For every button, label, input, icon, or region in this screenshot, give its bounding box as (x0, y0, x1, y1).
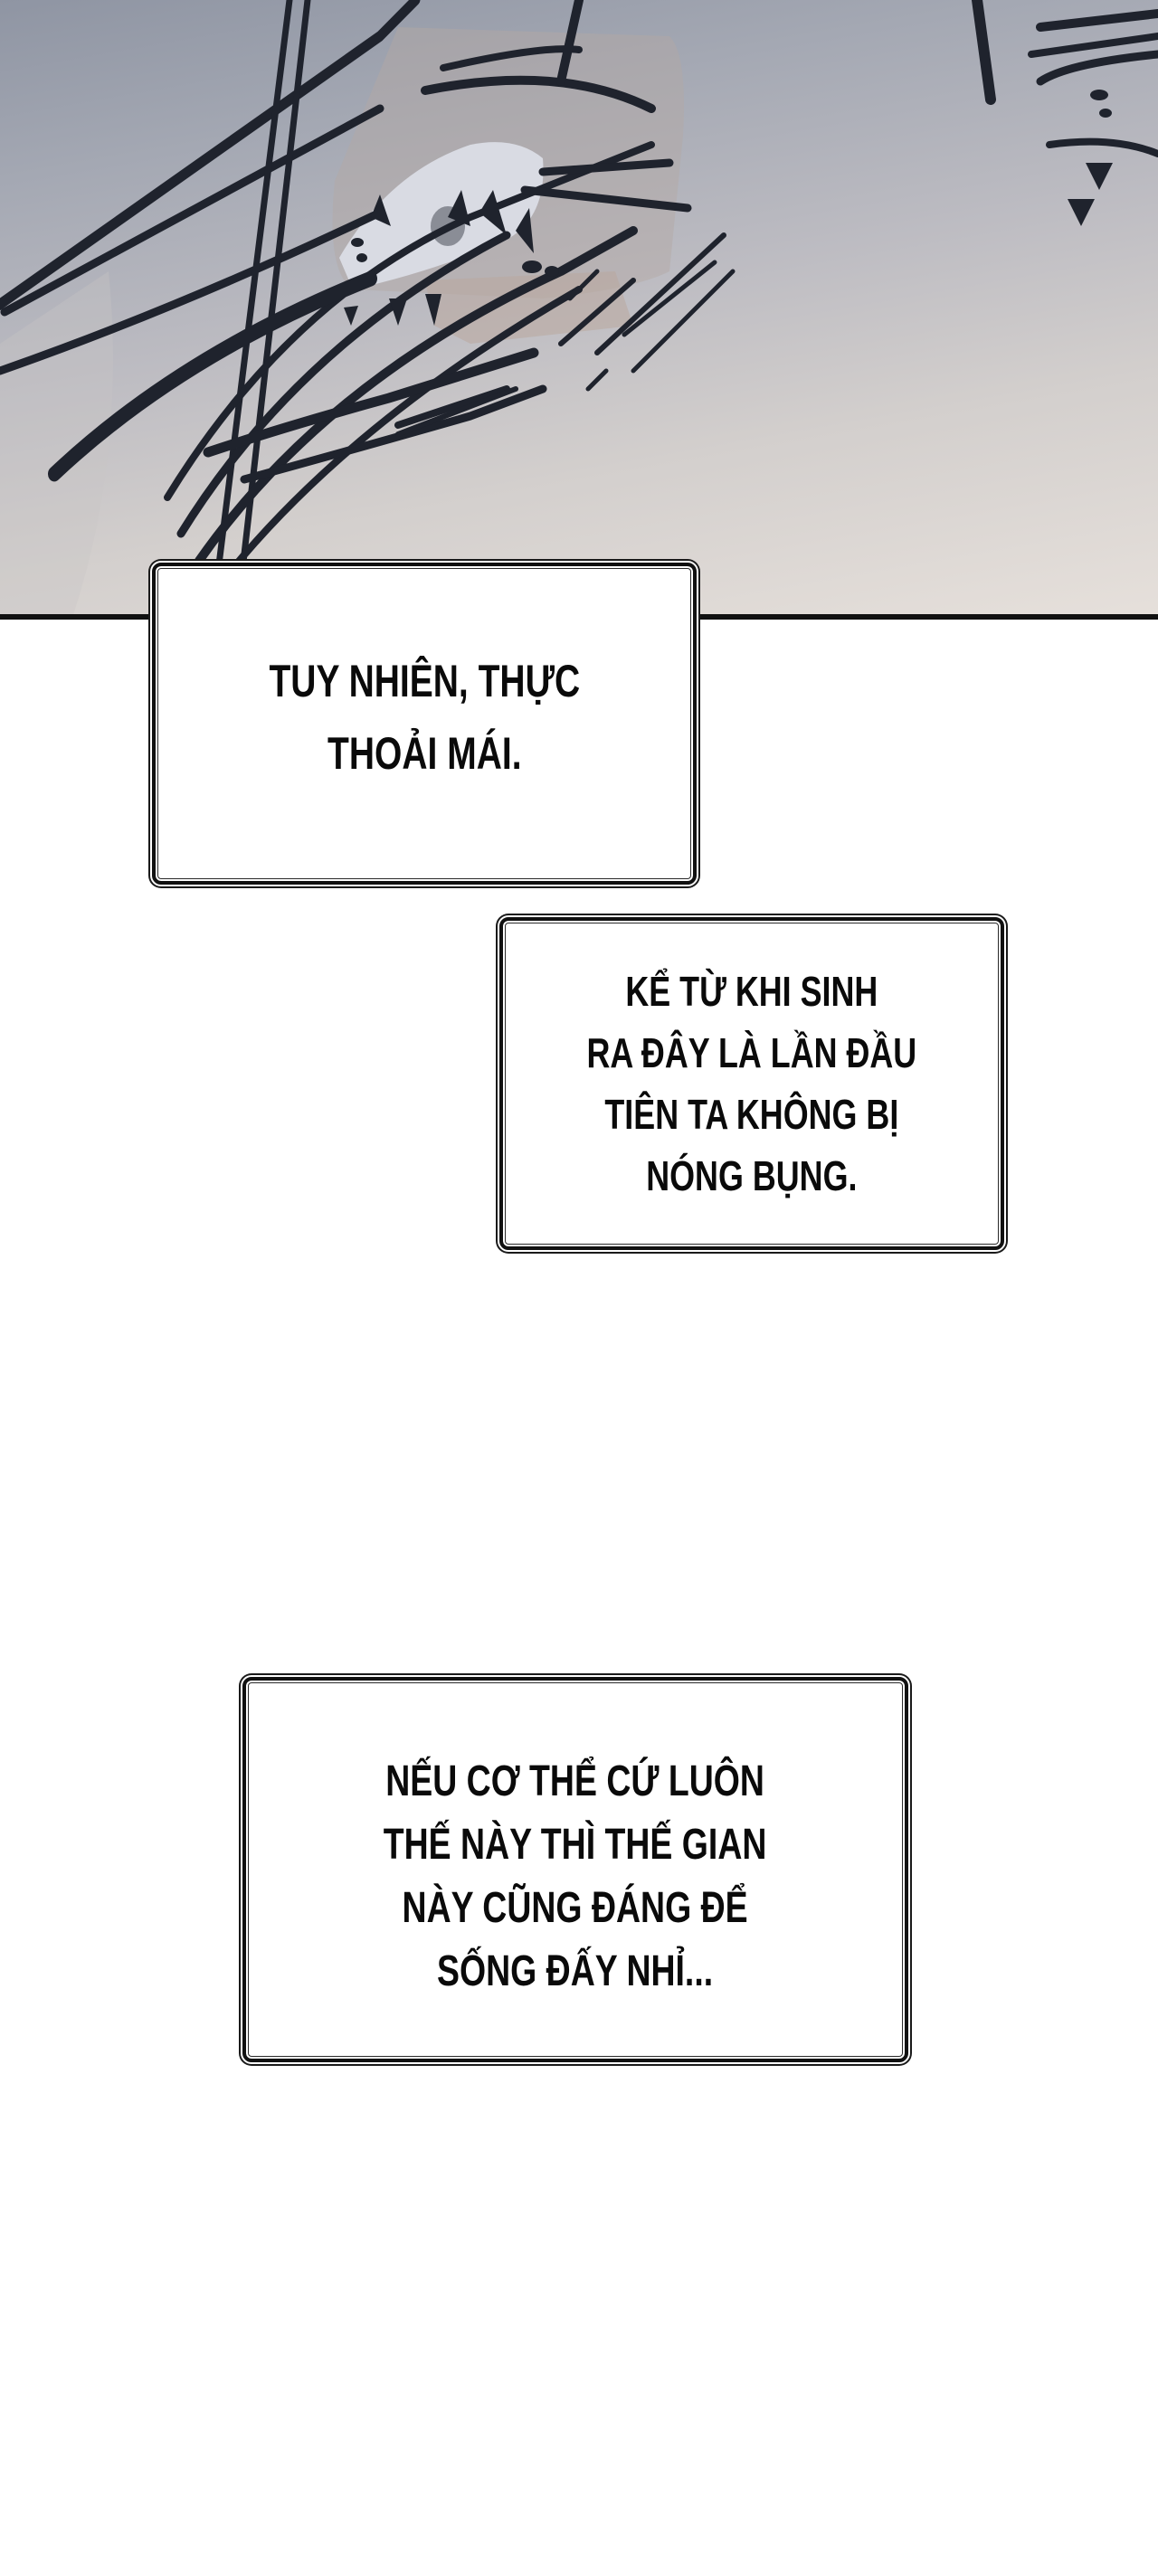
narration-box-3: NẾU CƠ THỂ CỨ LUÔN THẾ NÀY THÌ THẾ GIAN … (242, 1677, 908, 2062)
eye-sketch-illustration (0, 0, 1158, 618)
narration-text-2: KỂ TỪ KHI SINH RA ĐÂY LÀ LẦN ĐẦU TIÊN TA… (586, 968, 917, 1199)
narration-box-2: KỂ TỪ KHI SINH RA ĐÂY LÀ LẦN ĐẦU TIÊN TA… (499, 917, 1004, 1250)
narration-box-1: TUY NHIÊN, THỰC THOẢI MÁI. (152, 563, 697, 885)
narration-text-1: TUY NHIÊN, THỰC THOẢI MÁI. (269, 656, 580, 779)
narration-text-3: NẾU CƠ THỂ CỨ LUÔN THẾ NÀY THÌ THẾ GIAN … (384, 1757, 767, 1995)
illustration-panel-eye (0, 0, 1158, 618)
